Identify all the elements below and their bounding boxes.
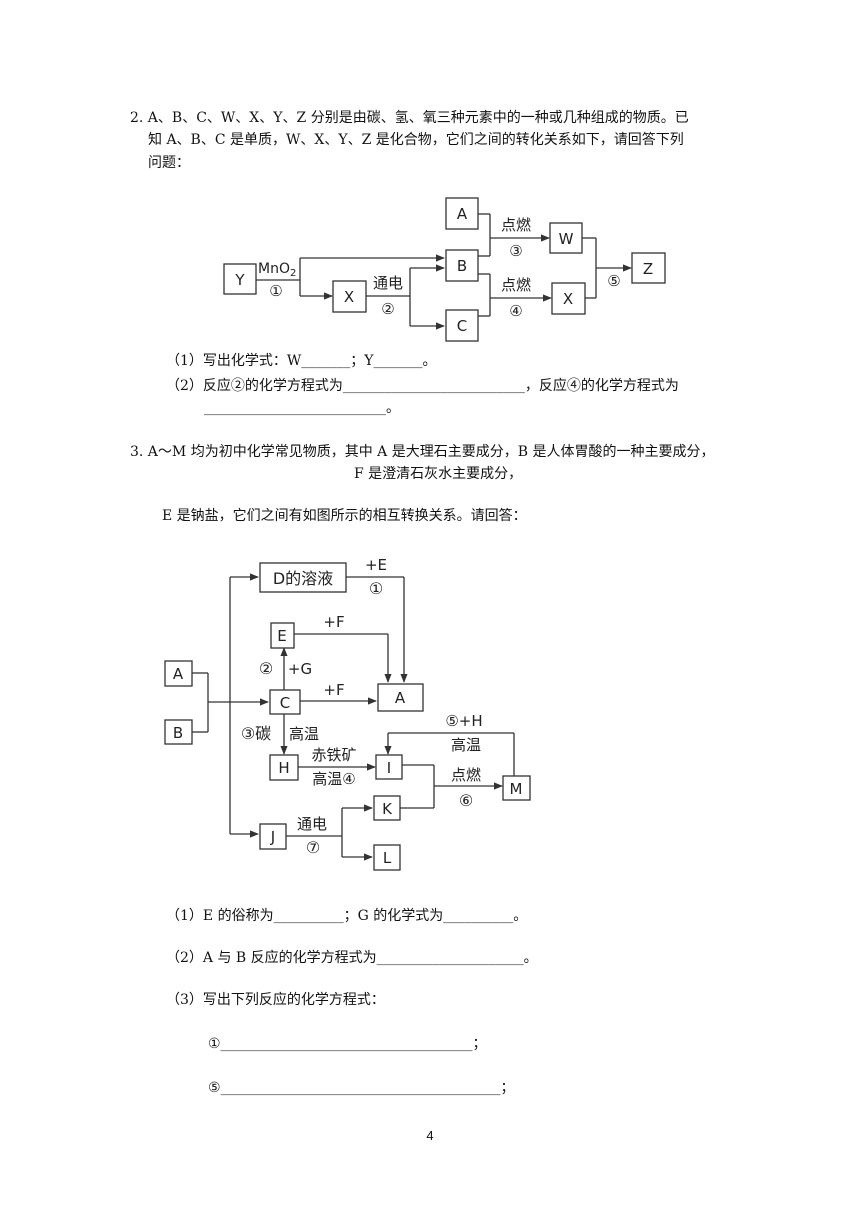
svg-text:W: W	[559, 230, 574, 248]
q3-box-d: D的溶液	[259, 562, 347, 593]
q2-arrows	[256, 213, 632, 330]
q2-box-x2: X	[551, 282, 586, 315]
q2-line1: 2. A、B、C、W、X、Y、Z 分别是由碳、氢、氧三种元素中的一种或几种组成的…	[130, 110, 689, 126]
svg-text:Y: Y	[234, 271, 245, 289]
q2-sub2b: __________________________。	[204, 400, 400, 416]
q3-label-6: ⑥	[459, 791, 473, 810]
q3-label-pf2: +F	[323, 681, 344, 699]
svg-text:M: M	[510, 780, 523, 798]
svg-text:A: A	[173, 665, 184, 683]
q2-label-4: ④	[509, 302, 522, 320]
q3-box-a-right: A	[377, 683, 424, 712]
q3-label-pe: +E	[365, 556, 387, 574]
q3-label-1: ①	[369, 579, 383, 598]
q3-label-3-tan: ③碳	[241, 724, 271, 743]
q3-box-e: E	[270, 622, 295, 649]
q2-sub1: （1）写出化学式：W_______；Y_______。	[166, 353, 437, 369]
svg-text:E: E	[277, 627, 286, 645]
q3-box-l: L	[373, 844, 401, 871]
q2-label-tongdian: 通电	[373, 274, 403, 292]
q3-label-dianran: 点燃	[451, 766, 481, 784]
svg-text:X: X	[563, 290, 573, 308]
svg-text:A: A	[395, 689, 406, 707]
svg-text:A: A	[457, 205, 468, 223]
q2-box-b: B	[445, 249, 479, 282]
q3-label-pg: +G	[288, 660, 312, 678]
q2-box-w: W	[549, 222, 583, 254]
q2-line2: 知 A、B、C 是单质，W、X、Y、Z 是化合物，它们之间的转化关系如下，请回答…	[148, 132, 684, 148]
svg-text:L: L	[383, 849, 392, 867]
svg-text:Z: Z	[643, 260, 653, 278]
svg-text:X: X	[344, 288, 354, 306]
q3-label-tongdian: 通电	[297, 815, 327, 833]
q3-box-m: M	[502, 775, 531, 801]
svg-text:D的溶液: D的溶液	[273, 569, 333, 588]
q2-box-a: A	[445, 197, 479, 230]
svg-text:C: C	[457, 317, 467, 335]
q3-label-2: ②	[259, 659, 273, 678]
q2-label-1: ①	[269, 282, 282, 300]
q2-label-dianran-3: 点燃	[501, 216, 531, 234]
svg-text:K: K	[382, 800, 393, 818]
svg-text:B: B	[457, 257, 467, 275]
q3-sub2: （2）A 与 B 反应的化学方程式为_____________________。	[166, 950, 538, 966]
q3-box-c: C	[269, 689, 301, 715]
q3-sub1: （1）E 的俗称为__________；G 的化学式为__________。	[166, 908, 528, 924]
q2-box-z: Z	[631, 252, 666, 284]
q2-sub2a: （2）反应②的化学方程式为__________________________，…	[166, 378, 679, 394]
q3-sub3: （3）写出下列反应的化学方程式：	[166, 992, 385, 1008]
svg-text:B: B	[173, 724, 183, 742]
q3-label-gaowen-4: 高温④	[312, 770, 355, 788]
q2-box-y: Y	[223, 263, 257, 295]
q3-arrows	[192, 573, 515, 861]
q3-line1: 3. A～M 均为初中化学常见物质，其中 A 是大理石主要成分，B 是人体胃酸的…	[130, 444, 715, 460]
q3-box-k: K	[373, 795, 401, 821]
q2-line3: 问题：	[148, 155, 190, 171]
svg-text:J: J	[270, 828, 275, 846]
svg-text:C: C	[280, 694, 290, 712]
q3-box-b: B	[164, 719, 193, 745]
q3-box-j: J	[259, 823, 287, 850]
q3-label-7: ⑦	[306, 838, 320, 857]
q3-box-i: I	[375, 754, 403, 780]
q3-label-5-h: ⑤+H	[445, 712, 482, 730]
q2-label-3: ③	[509, 242, 522, 260]
q2-label-dianran-4: 点燃	[501, 276, 531, 294]
q3-label-pf1: +F	[323, 613, 344, 631]
q3-line3: E 是钠盐，它们之间有如图所示的相互转换关系。请回答：	[162, 508, 527, 524]
svg-text:I: I	[387, 759, 391, 777]
q2-label-mno2: MnO2	[258, 261, 296, 279]
q3-label-gaowen-5: 高温	[451, 736, 481, 754]
q3-box-h: H	[269, 754, 299, 781]
q2-box-x1: X	[332, 280, 367, 313]
q2-label-5: ⑤	[607, 272, 620, 290]
svg-text:H: H	[278, 759, 289, 777]
q3-box-a-left: A	[164, 660, 193, 687]
q3-label-chitiekuang: 赤铁矿	[311, 746, 356, 764]
q3-eq5: ⑤_______________________________________…	[208, 1080, 515, 1096]
q3-eq1: ①____________________________________；	[208, 1036, 487, 1052]
q3-line2: F 是澄清石灰水主要成分，	[354, 466, 523, 482]
q2-label-2: ②	[381, 300, 394, 318]
q3-label-gaowen-3: 高温	[289, 725, 319, 743]
page-number: 4	[426, 1128, 434, 1143]
q2-box-c: C	[445, 309, 479, 342]
